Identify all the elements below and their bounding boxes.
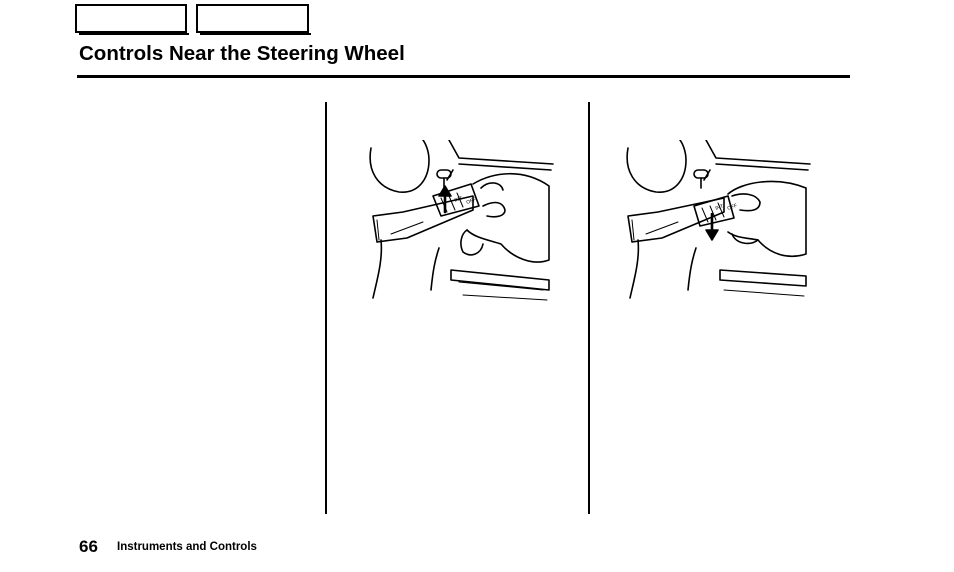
nav-button-2[interactable]: [196, 4, 311, 35]
wiper-lever-pull-down-illustration: INT OFF: [626, 140, 811, 299]
column-divider-2: [588, 102, 590, 514]
title-rule: [77, 75, 850, 78]
page-title: Controls Near the Steering Wheel: [79, 42, 405, 65]
svg-text:INT: INT: [454, 195, 464, 203]
svg-text:INT: INT: [715, 203, 725, 211]
wiper-lever-push-up-illustration: INT OFF: [369, 140, 554, 301]
section-name: Instruments and Controls: [117, 541, 257, 553]
column-divider-1: [325, 102, 327, 514]
nav-button-1[interactable]: [75, 4, 189, 35]
svg-text:OFF: OFF: [466, 197, 477, 206]
svg-text:OFF: OFF: [727, 203, 738, 212]
page-number: 66: [79, 537, 98, 556]
